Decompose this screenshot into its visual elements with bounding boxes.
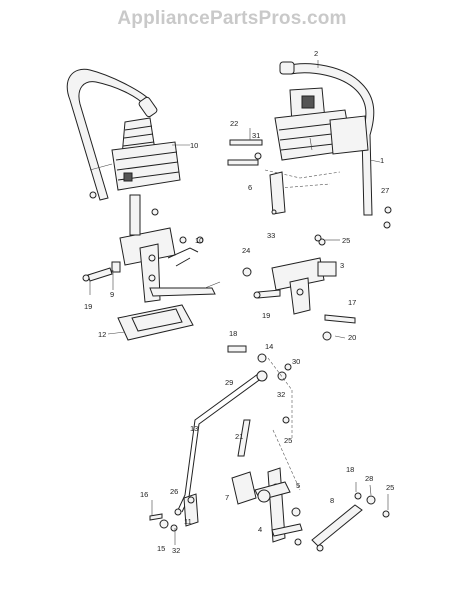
callout-10-mid: 10 bbox=[195, 236, 203, 245]
callout-22: 22 bbox=[230, 119, 238, 128]
callout-14: 14 bbox=[265, 342, 273, 351]
left-handle-bar bbox=[66, 68, 158, 201]
callout-25-lower: 25 bbox=[386, 483, 394, 492]
callout-32-lower: 32 bbox=[172, 546, 180, 555]
callout-25-upper: 25 bbox=[342, 236, 350, 245]
callout-15: 15 bbox=[157, 544, 165, 553]
callout-26: 26 bbox=[170, 487, 178, 496]
callout-16: 16 bbox=[140, 490, 148, 499]
lower-control-arm bbox=[231, 467, 303, 546]
right-mount-bracket bbox=[242, 169, 341, 315]
callout-2: 2 bbox=[314, 49, 318, 58]
callout-6: 6 bbox=[248, 183, 252, 192]
callout-3: 3 bbox=[340, 261, 344, 270]
left-base-plate bbox=[107, 304, 194, 341]
callout-13: 13 bbox=[190, 424, 198, 433]
callout-21: 21 bbox=[235, 432, 243, 441]
callout-17: 17 bbox=[348, 298, 356, 307]
lower-right-hardware bbox=[311, 482, 390, 552]
callout-4: 4 bbox=[258, 525, 262, 534]
left-mount-bracket bbox=[119, 194, 221, 303]
callout-19-left: 19 bbox=[84, 302, 92, 311]
callout-11: 11 bbox=[184, 517, 192, 526]
callout-7: 7 bbox=[225, 493, 229, 502]
callout-8: 8 bbox=[330, 496, 334, 505]
callout-19-right: 19 bbox=[262, 311, 270, 320]
watermark: AppliancePartsPros.com bbox=[117, 8, 347, 29]
callout-33: 33 bbox=[267, 231, 275, 240]
left-small-hardware bbox=[82, 191, 204, 295]
callout-18-lower: 18 bbox=[346, 465, 354, 474]
callout-20: 20 bbox=[348, 333, 356, 342]
callout-29: 29 bbox=[225, 378, 233, 387]
callout-labels: 1 2 3 4 5 6 7 8 9 10 10 11 12 13 14 15 1… bbox=[84, 49, 394, 555]
callout-32-upper: 32 bbox=[277, 390, 285, 399]
callout-12: 12 bbox=[98, 330, 106, 339]
callout-1: 1 bbox=[380, 156, 384, 165]
callout-28: 28 bbox=[365, 474, 373, 483]
callout-18-upper: 18 bbox=[229, 329, 237, 338]
callout-10-top: 10 bbox=[190, 141, 198, 150]
callout-9: 9 bbox=[110, 290, 114, 299]
left-control-boot bbox=[111, 117, 190, 191]
callout-27: 27 bbox=[381, 186, 389, 195]
callout-5: 5 bbox=[296, 481, 300, 490]
right-control-boot bbox=[274, 87, 369, 161]
callout-30: 30 bbox=[292, 357, 300, 366]
callout-31: 31 bbox=[252, 131, 260, 140]
callout-25-middle: 25 bbox=[284, 436, 292, 445]
right-small-hardware bbox=[227, 128, 392, 341]
middle-hardware bbox=[227, 345, 301, 491]
callout-24: 24 bbox=[242, 246, 250, 255]
right-handle-bar bbox=[279, 60, 381, 216]
lower-left-hardware bbox=[149, 493, 199, 545]
